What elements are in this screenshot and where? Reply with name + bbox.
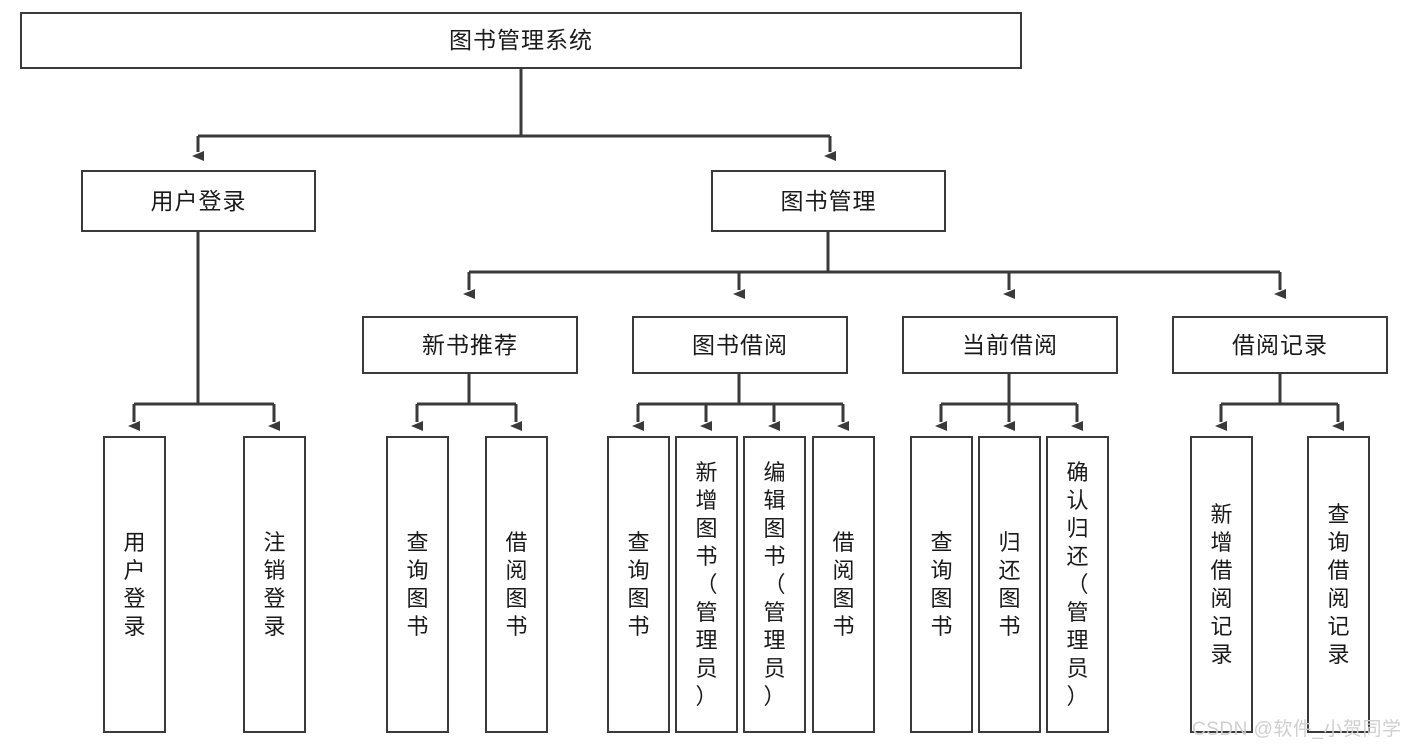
leaf-add-record[interactable]: 新 增 借 阅 记 录 xyxy=(1190,436,1253,733)
leaf-return-book-label: 归 还 图 书 xyxy=(998,529,1021,639)
leaf-query-book-3-label: 查 询 图 书 xyxy=(930,529,953,639)
node-book-borrow[interactable]: 图书借阅 xyxy=(632,316,848,374)
leaf-confirm-return[interactable]: 确 认 归 还 （ 管 理 员 ） xyxy=(1046,436,1109,733)
leaf-user-login-label: 用 户 登 录 xyxy=(123,529,146,639)
leaf-query-book-2[interactable]: 查 询 图 书 xyxy=(607,436,670,733)
node-book-manage-label: 图书管理 xyxy=(780,187,877,214)
leaf-borrow-book-2[interactable]: 借 阅 图 书 xyxy=(812,436,875,733)
leaf-logout[interactable]: 注 销 登 录 xyxy=(243,436,306,733)
node-current-borrow[interactable]: 当前借阅 xyxy=(902,316,1118,374)
leaf-borrow-book-1[interactable]: 借 阅 图 书 xyxy=(485,436,548,733)
leaf-query-book-1-label: 查 询 图 书 xyxy=(406,529,429,639)
leaf-return-book[interactable]: 归 还 图 书 xyxy=(978,436,1041,733)
leaf-confirm-return-label: 确 认 归 还 （ 管 理 员 ） xyxy=(1066,459,1089,709)
leaf-add-book[interactable]: 新 增 图 书 （ 管 理 员 ） xyxy=(675,436,738,733)
node-book-borrow-label: 图书借阅 xyxy=(692,331,788,358)
leaf-borrow-book-2-label: 借 阅 图 书 xyxy=(832,529,855,639)
node-root[interactable]: 图书管理系统 xyxy=(20,12,1022,69)
leaf-user-login[interactable]: 用 户 登 录 xyxy=(103,436,166,733)
node-user-login-label: 用户登录 xyxy=(150,187,247,214)
leaf-query-book-3[interactable]: 查 询 图 书 xyxy=(910,436,973,733)
node-new-book-recommend-label: 新书推荐 xyxy=(422,331,518,358)
node-borrow-record[interactable]: 借阅记录 xyxy=(1172,316,1388,374)
node-new-book-recommend[interactable]: 新书推荐 xyxy=(362,316,578,374)
leaf-logout-label: 注 销 登 录 xyxy=(263,529,286,639)
leaf-borrow-book-1-label: 借 阅 图 书 xyxy=(505,529,528,639)
leaf-add-book-label: 新 增 图 书 （ 管 理 员 ） xyxy=(695,459,718,709)
leaf-query-record[interactable]: 查 询 借 阅 记 录 xyxy=(1307,436,1370,733)
node-borrow-record-label: 借阅记录 xyxy=(1232,331,1328,358)
leaf-query-book-2-label: 查 询 图 书 xyxy=(627,529,650,639)
watermark: CSDN @软件_小贺同学 xyxy=(1192,719,1402,740)
node-book-manage[interactable]: 图书管理 xyxy=(711,170,946,232)
leaf-query-book-1[interactable]: 查 询 图 书 xyxy=(386,436,449,733)
leaf-edit-book-label: 编 辑 图 书 （ 管 理 员 ） xyxy=(763,459,786,709)
node-current-borrow-label: 当前借阅 xyxy=(962,331,1058,358)
leaf-edit-book[interactable]: 编 辑 图 书 （ 管 理 员 ） xyxy=(743,436,806,733)
node-user-login[interactable]: 用户登录 xyxy=(81,170,316,232)
leaf-query-record-label: 查 询 借 阅 记 录 xyxy=(1327,501,1350,667)
leaf-add-record-label: 新 增 借 阅 记 录 xyxy=(1210,501,1233,667)
node-root-label: 图书管理系统 xyxy=(449,27,593,54)
